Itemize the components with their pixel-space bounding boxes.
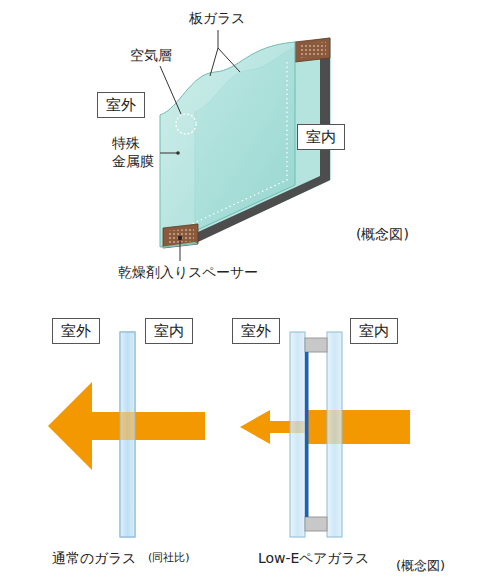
place-box: 室外	[52, 318, 100, 344]
part-label: Low-Eペアガラス	[258, 549, 369, 567]
spacer-dot	[178, 236, 182, 240]
place-label: 室内	[154, 322, 184, 340]
place-label: 室内	[359, 322, 389, 340]
outer-pane	[160, 42, 295, 247]
part-label: 特殊 金属膜	[112, 134, 158, 170]
glass-edge	[160, 242, 198, 248]
single-glass	[120, 332, 135, 537]
spacer	[305, 338, 327, 352]
leader-line	[160, 153, 178, 154]
place-label: 室外	[241, 322, 271, 340]
glass-pane	[290, 332, 305, 537]
part-label: (概念図)	[356, 225, 409, 243]
heat-arrow	[240, 410, 410, 444]
leader-line	[160, 66, 181, 114]
place-box: 室外	[97, 92, 145, 118]
air-layer-mark	[176, 114, 196, 134]
leader-dot	[176, 151, 180, 155]
low-e-film	[305, 352, 309, 517]
spacer	[295, 38, 330, 62]
glass-pane	[327, 332, 342, 537]
leader-line	[210, 30, 240, 76]
metal-film	[168, 62, 287, 235]
place-box: 室内	[145, 318, 193, 344]
part-label: (同社比)	[148, 551, 190, 565]
part-label: 空気層	[130, 46, 172, 64]
place-label: 室外	[106, 96, 136, 114]
part-label: 通常のガラス	[52, 549, 136, 567]
place-box: 室内	[297, 124, 345, 150]
spacer	[305, 517, 327, 531]
single-glass	[120, 332, 135, 537]
leader-line	[180, 241, 181, 261]
place-label: 室外	[61, 322, 91, 340]
part-label: (概念図)	[396, 558, 445, 575]
place-box: 室外	[232, 318, 280, 344]
part-label: 板ガラス	[189, 9, 245, 27]
part-label: 乾燥剤入りスペーサー	[118, 263, 258, 281]
place-box: 室内	[350, 318, 398, 344]
desiccant	[299, 42, 326, 58]
place-label: 室内	[306, 128, 336, 146]
